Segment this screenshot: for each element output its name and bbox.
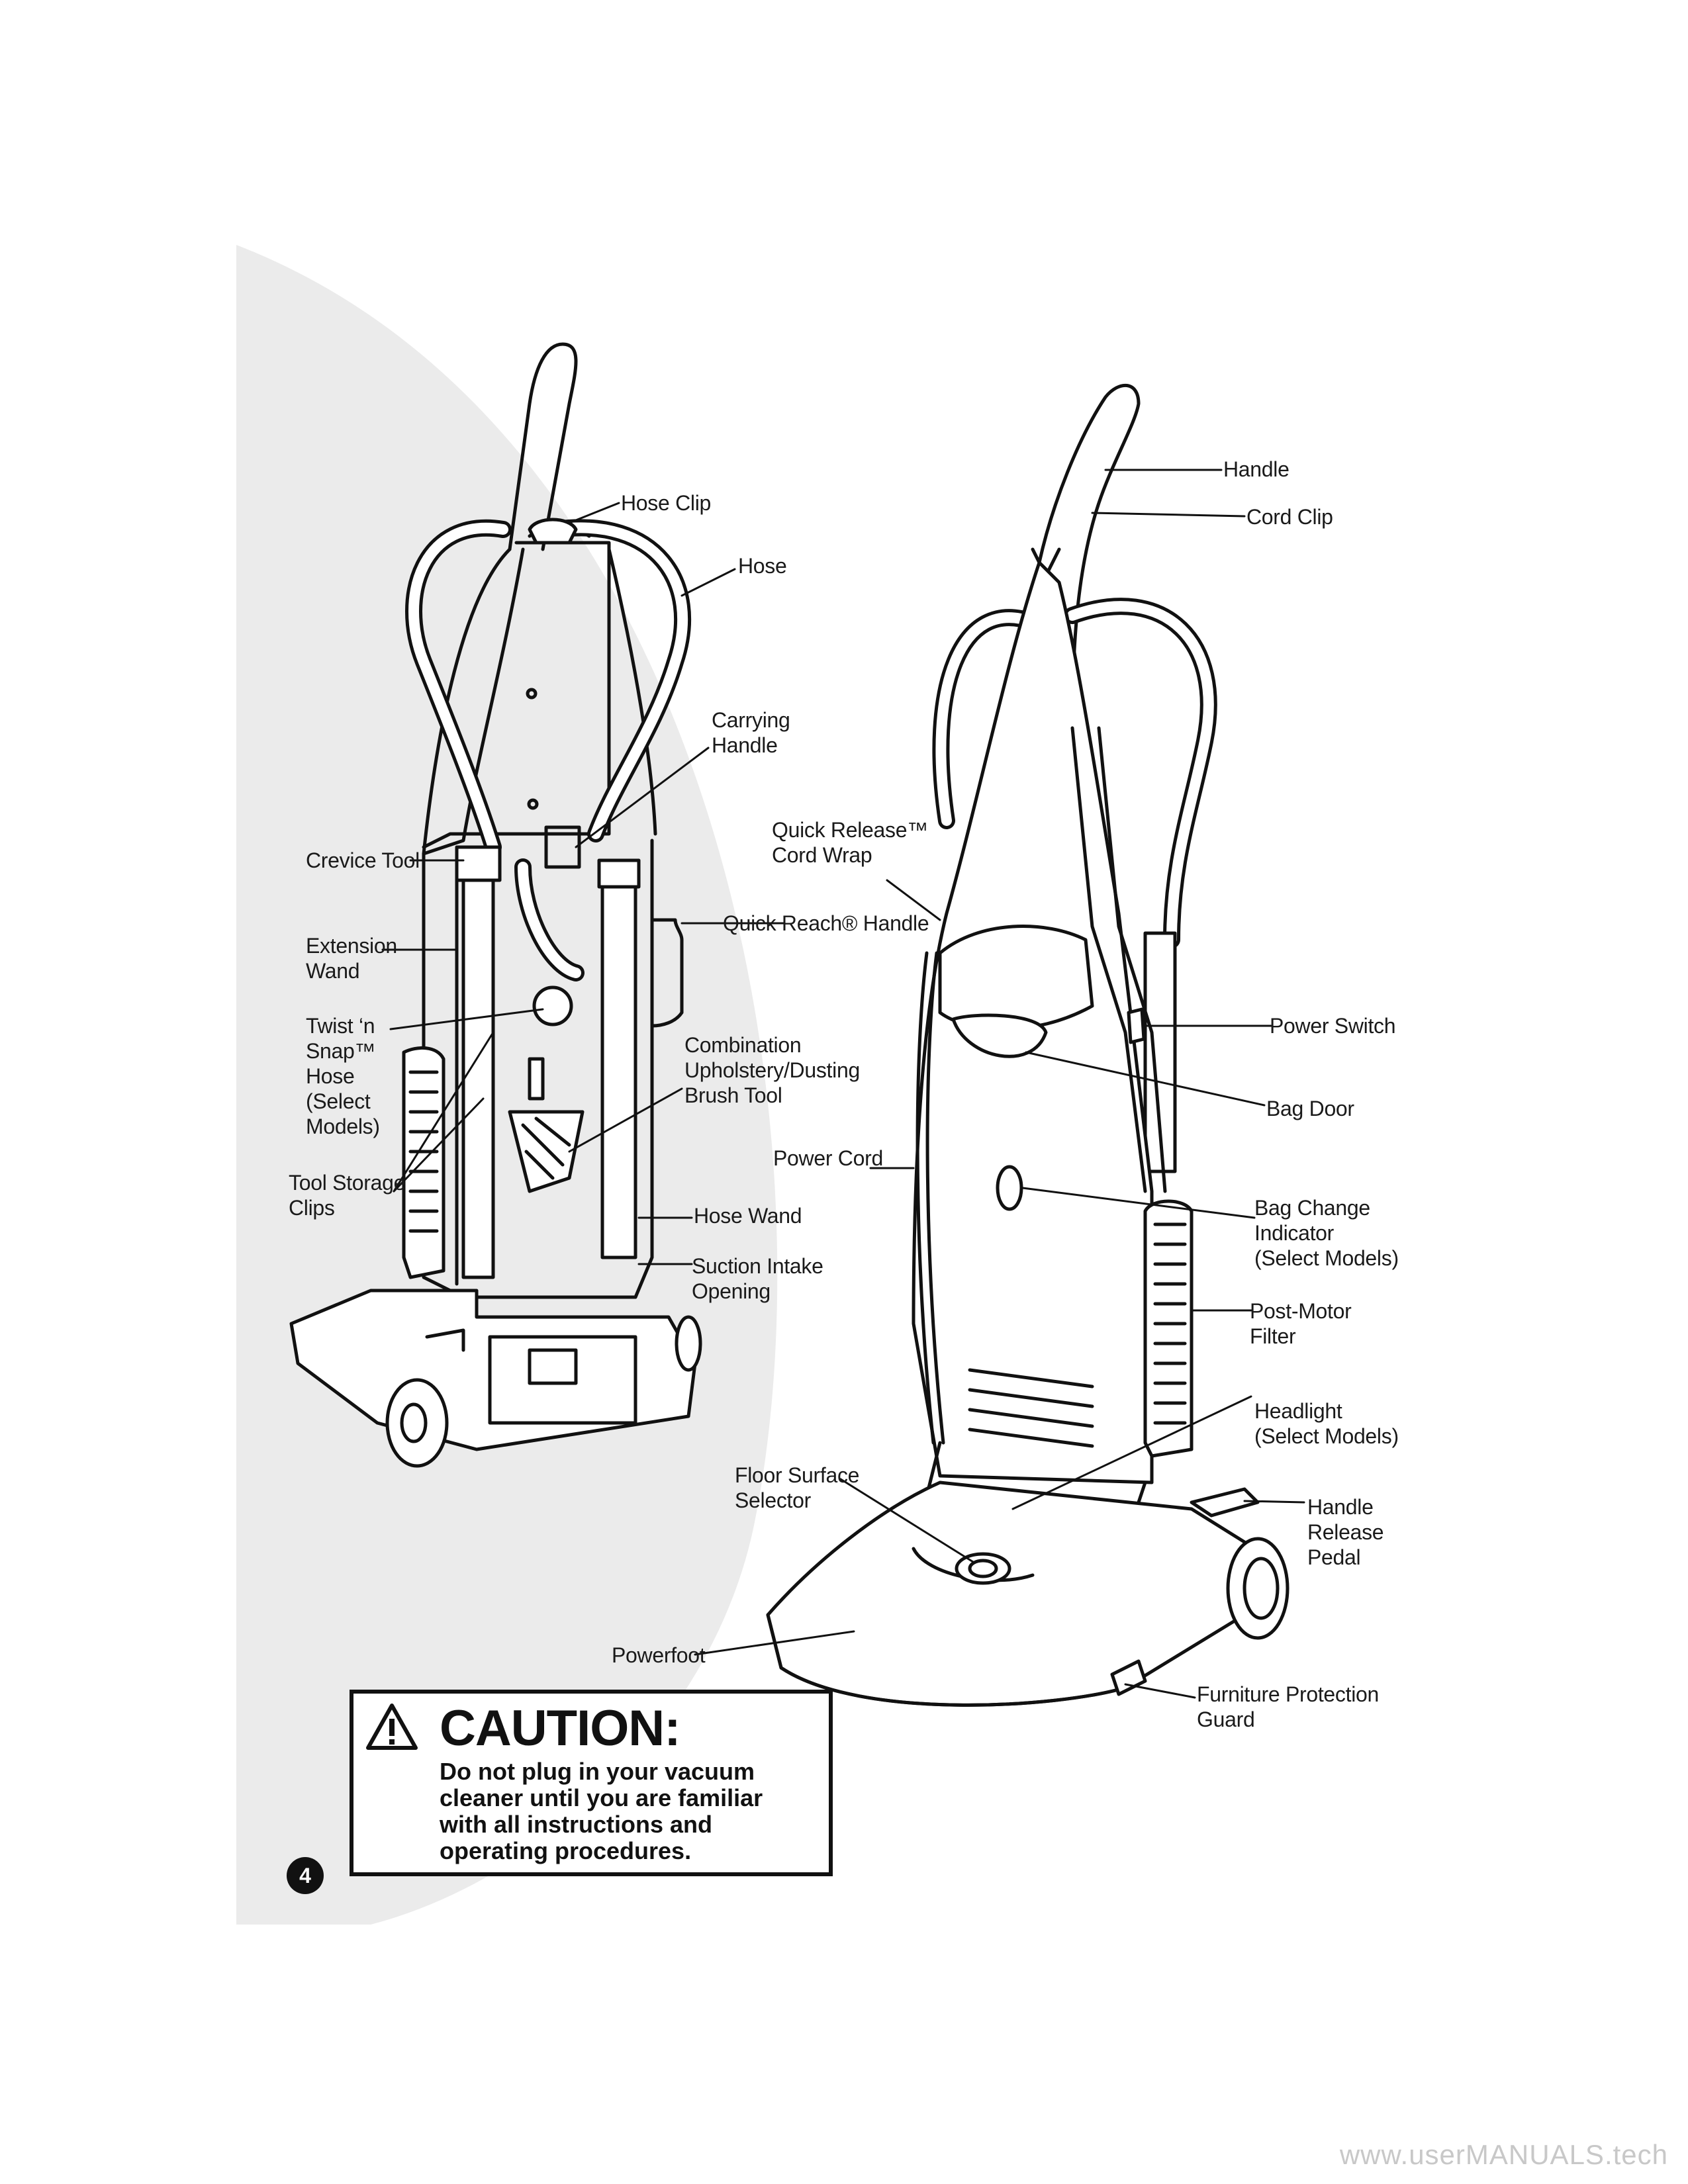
label-handle: Handle — [1223, 457, 1289, 482]
caution-box: CAUTION: Do not plug in your vacuum clea… — [350, 1690, 833, 1876]
label-floor-surface-selector: Floor Surface Selector — [735, 1463, 859, 1513]
label-suction-intake-opening: Suction Intake Opening — [692, 1253, 823, 1304]
warning-triangle-icon — [365, 1703, 418, 1751]
label-power-cord: Power Cord — [773, 1146, 883, 1171]
label-crevice-tool: Crevice Tool — [306, 848, 420, 873]
label-cord-clip: Cord Clip — [1246, 504, 1333, 529]
label-handle-release-pedal: Handle Release Pedal — [1307, 1494, 1383, 1570]
caution-title: CAUTION: — [440, 1700, 680, 1757]
label-quick-release-cord-wrap: Quick Release™ Cord Wrap — [772, 817, 928, 868]
label-hose-wand: Hose Wand — [694, 1203, 802, 1228]
label-carrying-handle: Carrying Handle — [712, 707, 790, 758]
label-extension-wand: Extension Wand — [306, 933, 397, 983]
label-headlight: Headlight (Select Models) — [1254, 1398, 1399, 1449]
label-quick-reach-handle: Quick Reach® Handle — [723, 911, 929, 936]
caution-body: Do not plug in your vacuum cleaner until… — [440, 1758, 823, 1864]
label-tool-storage-clips: Tool Storage Clips — [289, 1170, 405, 1220]
label-hose-clip: Hose Clip — [621, 490, 711, 516]
label-post-motor-filter: Post-Motor Filter — [1250, 1298, 1352, 1349]
page-number: 4 — [287, 1857, 324, 1894]
footer-watermark: www.userMANUALS.tech — [1340, 2139, 1668, 2171]
label-bag-change-indicator: Bag Change Indicator (Select Models) — [1254, 1195, 1399, 1271]
label-powerfoot: Powerfoot — [612, 1643, 705, 1668]
label-furniture-protection-guard: Furniture Protection Guard — [1197, 1682, 1379, 1732]
label-power-switch: Power Switch — [1270, 1013, 1395, 1038]
label-twist-n-snap-hose: Twist ‘n Snap™ Hose (Select Models) — [306, 1013, 380, 1139]
label-combination-brush-tool: Combination Upholstery/Dusting Brush Too… — [684, 1032, 860, 1108]
label-hose: Hose — [738, 553, 787, 578]
label-bag-door: Bag Door — [1266, 1096, 1354, 1121]
